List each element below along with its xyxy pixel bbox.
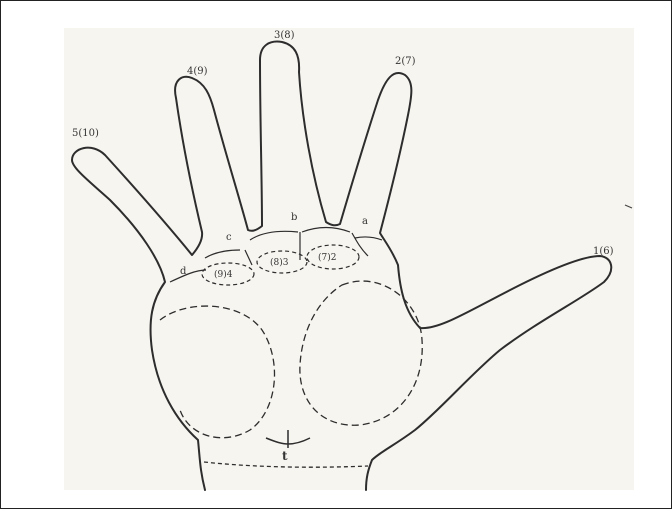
triradius-line-c — [245, 250, 252, 265]
label-interdigital-3: (8)3 — [270, 257, 289, 268]
thenar-area — [300, 281, 422, 425]
stray-mark — [625, 205, 632, 208]
label-thumb: 1(6) — [593, 246, 614, 257]
label-triradius-b: b — [291, 212, 297, 223]
flexion-line-ring — [250, 231, 298, 240]
label-middle-finger: 3(8) — [274, 30, 295, 41]
axial-triradius-mark — [266, 430, 310, 448]
label-triradius-t: t — [282, 449, 288, 463]
hand-outline — [72, 42, 611, 490]
label-triradius-a: a — [362, 216, 368, 227]
label-index-finger: 2(7) — [395, 56, 416, 67]
label-triradius-d: d — [180, 266, 187, 277]
label-ring-finger: 4(9) — [187, 66, 208, 77]
flexion-line-middle — [302, 228, 350, 233]
label-triradius-c: c — [226, 232, 232, 243]
label-little-finger: 5(10) — [72, 128, 99, 139]
triradius-line-d — [170, 270, 206, 282]
label-interdigital-2: (7)2 — [318, 252, 336, 263]
label-interdigital-4: (9)4 — [214, 269, 233, 280]
flexion-line-little — [205, 250, 240, 258]
flexion-line-index — [355, 237, 382, 240]
